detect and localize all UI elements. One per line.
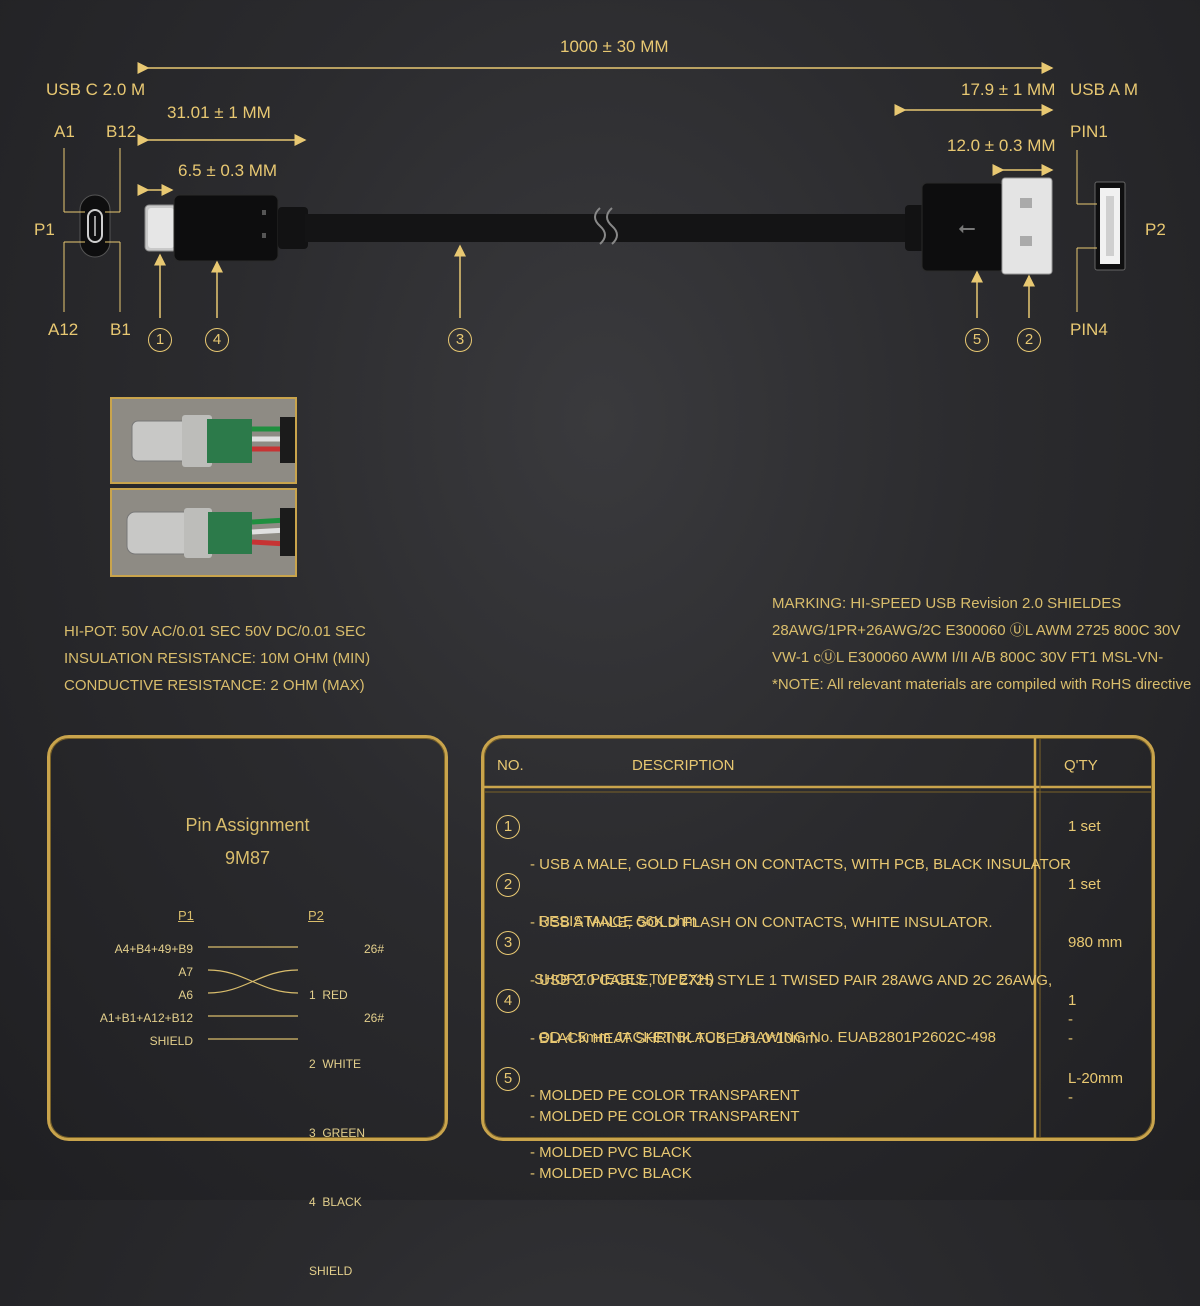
p2-column: 1 RED 2 WHITE 3 GREEN 4 BLACK SHIELD — [309, 938, 365, 1306]
p2-header: P2 — [308, 908, 324, 923]
p1-header: P1 — [178, 908, 194, 923]
p1-pin-row: A7 — [178, 965, 193, 979]
marking-line-3: VW-1 cⓊL E300060 AWM I/II A/B 800C 30V F… — [772, 649, 1164, 666]
spec-insulation: INSULATION RESISTANCE: 10M OHM (MIN) — [64, 650, 371, 667]
p1-column: A4+B4+49+B9 A7 A6 A1+B1+A12+B12 SHIELD — [60, 938, 193, 1053]
marking-line-2: 28AWG/1PR+26AWG/2C E300060 ⓊL AWM 2725 8… — [772, 622, 1181, 639]
p2-pin-row: SHIELD — [309, 1264, 353, 1278]
bom-row-description: - USB 2.0 CABLE, UL 2725 STYLE 1 TWISED … — [530, 933, 1052, 1066]
bom-desc-line: - MOLDED PVC BLACK — [530, 1165, 692, 1182]
bom-row-qty: L-20mm - — [1068, 1069, 1123, 1107]
callout-2: 2 — [1017, 328, 1041, 352]
bom-row-number: 5 — [496, 1067, 520, 1091]
wiring-lines — [207, 946, 299, 1040]
bom-desc-line: OD 4.5mm JACKET BLACK, DRAWING No. EUAB2… — [530, 1029, 997, 1046]
p1-pin-row: SHIELD — [149, 1034, 193, 1048]
callout-1: 1 — [148, 328, 172, 352]
bom-desc-line: - USB A MALE, GOLD FLASH ON CONTACTS, WI… — [530, 856, 1071, 873]
bom-header-description: DESCRIPTION — [632, 757, 735, 774]
bom-grid-lines — [484, 738, 1151, 1138]
bom-row-qty: 1 - - — [1068, 991, 1076, 1048]
pin-label-b12: B12 — [106, 122, 137, 141]
pin-label-p1: P1 — [34, 220, 55, 239]
spec-hipot: HI-POT: 50V AC/0.01 SEC 50V DC/0.01 SEC — [64, 623, 366, 640]
a-overmold-dim: 17.9 ± 1 MM — [961, 80, 1056, 99]
bom-row-qty: 980 mm — [1068, 934, 1123, 951]
p2-pin-row: 1 RED — [309, 988, 348, 1002]
usb-a-title: USB A M — [1070, 80, 1139, 99]
bom-desc-line: - USB A MALE, GOLD FLASH ON CONTACTS, WH… — [530, 914, 993, 931]
gauge-column: 26# 26# — [364, 938, 384, 1053]
bom-row-description: - USB A MALE, GOLD FLASH ON CONTACTS, WH… — [530, 875, 993, 1008]
bom-row-number: 1 — [496, 815, 520, 839]
bom-header-qty: Q'TY — [1064, 757, 1098, 774]
pcb-photo-bottom — [110, 488, 297, 577]
bom-header-no: NO. — [497, 757, 524, 774]
pin-assignment-code: 9M87 — [224, 848, 271, 868]
marking-specs: MARKING: HI-SPEED USB Revision 2.0 SHIEL… — [772, 590, 1191, 698]
pin-assignment-panel — [47, 735, 448, 1141]
pcb-photo-top — [110, 397, 297, 484]
bom-row-description: - USB A MALE, GOLD FLASH ON CONTACTS, WI… — [530, 817, 1071, 950]
p1-pin-row: A4+B4+49+B9 — [114, 942, 193, 956]
p1-pin-row: A6 — [178, 988, 193, 1002]
electrical-specs: HI-POT: 50V AC/0.01 SEC 50V DC/0.01 SEC … — [64, 618, 370, 699]
bom-qty-line: - — [1068, 1089, 1073, 1106]
bom-row-qty: 1 set — [1068, 818, 1101, 835]
bom-row-qty: 1 set — [1068, 876, 1101, 893]
p2-pin-row: 3 GREEN — [309, 1126, 366, 1140]
bom-row-description: - MOLDED PE COLOR TRANSPARENT - MOLDED P… — [530, 1069, 800, 1202]
pin-label-a12: A12 — [48, 320, 79, 339]
callout-5: 5 — [965, 328, 989, 352]
pin-assignment-title: Pin Assignment — [185, 815, 310, 835]
spec-conductive: CONDUCTIVE RESISTANCE: 2 OHM (MAX) — [64, 677, 365, 694]
total-length-label: 1000 ± 30 MM — [560, 37, 669, 56]
usb-c-title: USB C 2.0 M — [46, 80, 146, 99]
p2-pin-row: 4 BLACK — [309, 1195, 362, 1209]
bom-qty-line: 1 — [1068, 992, 1077, 1009]
c-plug-dim: 6.5 ± 0.3 MM — [178, 161, 278, 180]
gauge-value: 26# — [364, 1011, 385, 1025]
marking-line-1: MARKING: HI-SPEED USB Revision 2.0 SHIEL… — [772, 595, 1122, 612]
bom-qty-line: - — [1068, 1011, 1073, 1028]
gauge-value — [364, 1030, 384, 1053]
bom-row-number: 4 — [496, 989, 520, 1013]
pin-label-a1: A1 — [54, 122, 75, 141]
bom-qty-line: L-20mm — [1068, 1070, 1124, 1087]
gauge-value — [364, 984, 384, 1007]
bom-desc-line: SHORT PIECES TYPEXH) — [530, 971, 715, 988]
pin-label-p2: P2 — [1145, 220, 1166, 239]
a-plug-dim: 12.0 ± 0.3 MM — [947, 136, 1056, 155]
bom-desc-line: RESISTANCE 56K ohm — [530, 913, 698, 930]
bom-row-description: - BLACK HEAT SHRINK TUBE ø1.0*10mm - MOL… — [530, 991, 818, 1181]
bom-desc-line: - USB 2.0 CABLE, UL 2725 STYLE 1 TWISED … — [530, 972, 1053, 989]
pin-label-pin4: PIN4 — [1070, 320, 1108, 339]
bom-desc-line: - MOLDED PE COLOR TRANSPARENT — [530, 1108, 800, 1125]
callout-3: 3 — [448, 328, 472, 352]
c-overmold-dim: 31.01 ± 1 MM — [167, 103, 271, 122]
p2-pin-row: 2 WHITE — [309, 1057, 362, 1071]
dimension-lines: ⭠ — [63, 62, 1126, 318]
pin-label-b1: B1 — [110, 320, 131, 339]
gauge-value — [364, 961, 384, 984]
bom-desc-line: - BLACK HEAT SHRINK TUBE ø1.0*10mm — [530, 1030, 818, 1047]
bom-row-number: 2 — [496, 873, 520, 897]
bom-desc-line: - MOLDED PVC BLACK — [530, 1144, 692, 1161]
pin-label-pin1: PIN1 — [1070, 122, 1108, 141]
bom-qty-line: - — [1068, 1030, 1073, 1047]
svg-text:⭠: ⭠ — [958, 216, 976, 241]
bom-row-number: 3 — [496, 931, 520, 955]
rohs-note: *NOTE: All relevant materials are compil… — [772, 676, 1192, 693]
bom-table — [481, 735, 1155, 1141]
gauge-value: 26# — [364, 942, 385, 956]
callout-4: 4 — [205, 328, 229, 352]
p1-pin-row: A1+B1+A12+B12 — [99, 1011, 193, 1025]
bom-desc-line: - MOLDED PE COLOR TRANSPARENT — [530, 1087, 800, 1104]
